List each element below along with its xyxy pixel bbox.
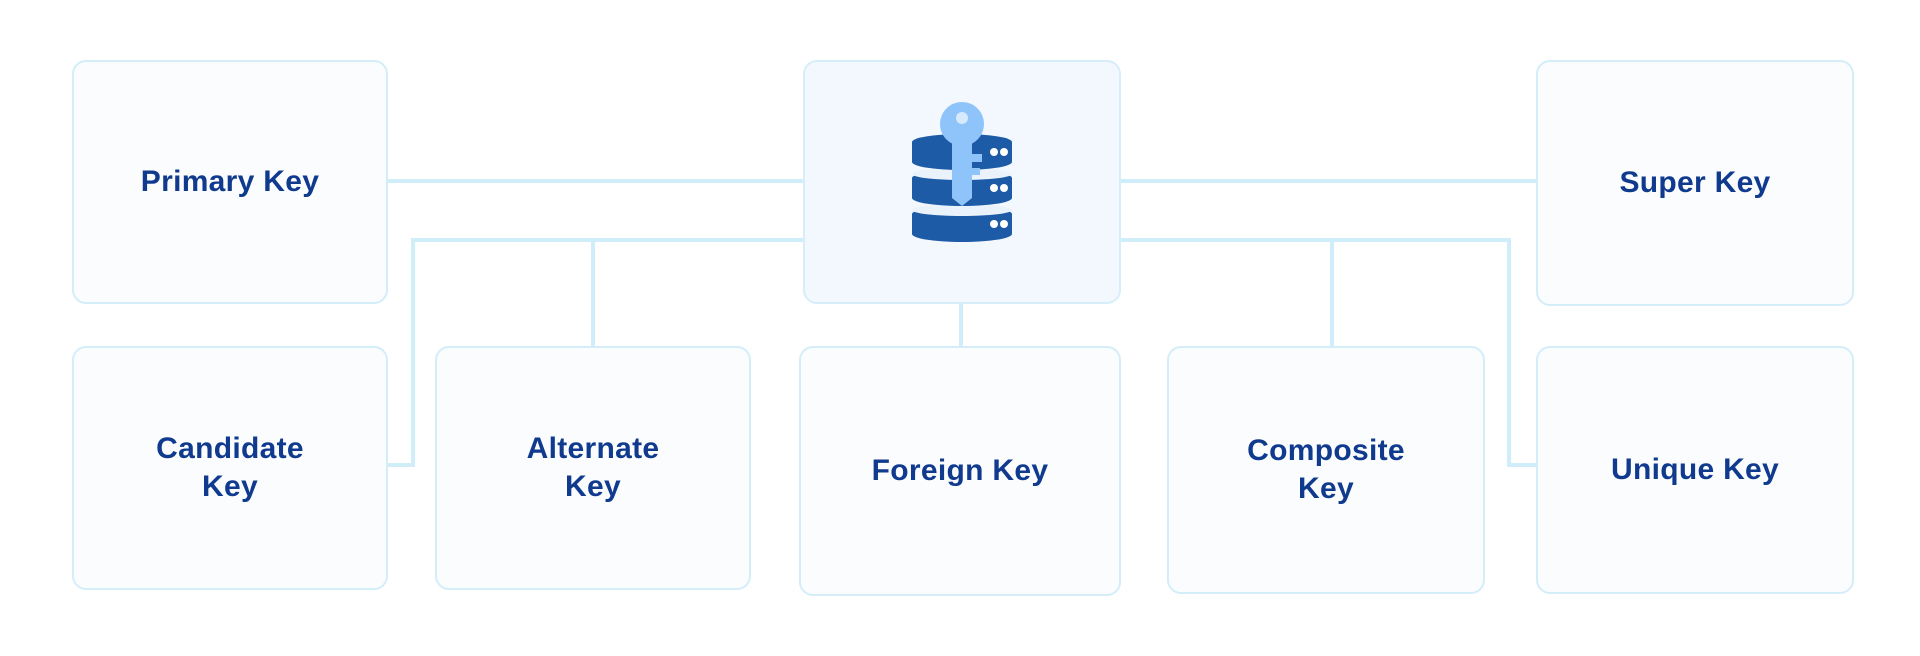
node-label: Primary Key <box>140 165 320 198</box>
node-label: Super Key <box>1619 166 1771 199</box>
node-primary-key: Primary Key <box>72 60 388 304</box>
node-label: Unique Key <box>1610 453 1780 486</box>
node-foreign-key: Foreign Key <box>799 346 1121 596</box>
node-label: Alternate Key <box>526 432 660 503</box>
hub-node <box>803 60 1121 304</box>
connector-left-branch <box>388 238 804 467</box>
key-icon <box>940 102 984 206</box>
node-candidate-key: Candidate Key <box>72 346 388 590</box>
database-key-icon <box>912 102 1012 242</box>
node-label: Foreign Key <box>871 454 1049 487</box>
node-super-key: Super Key <box>1536 60 1854 306</box>
node-alternate-key: Alternate Key <box>435 346 751 590</box>
connector-right-branch <box>1120 238 1536 467</box>
node-label: Composite Key <box>1247 434 1405 505</box>
node-composite-key: Composite Key <box>1167 346 1485 594</box>
node-label: Candidate Key <box>156 432 304 503</box>
node-unique-key: Unique Key <box>1536 346 1854 594</box>
